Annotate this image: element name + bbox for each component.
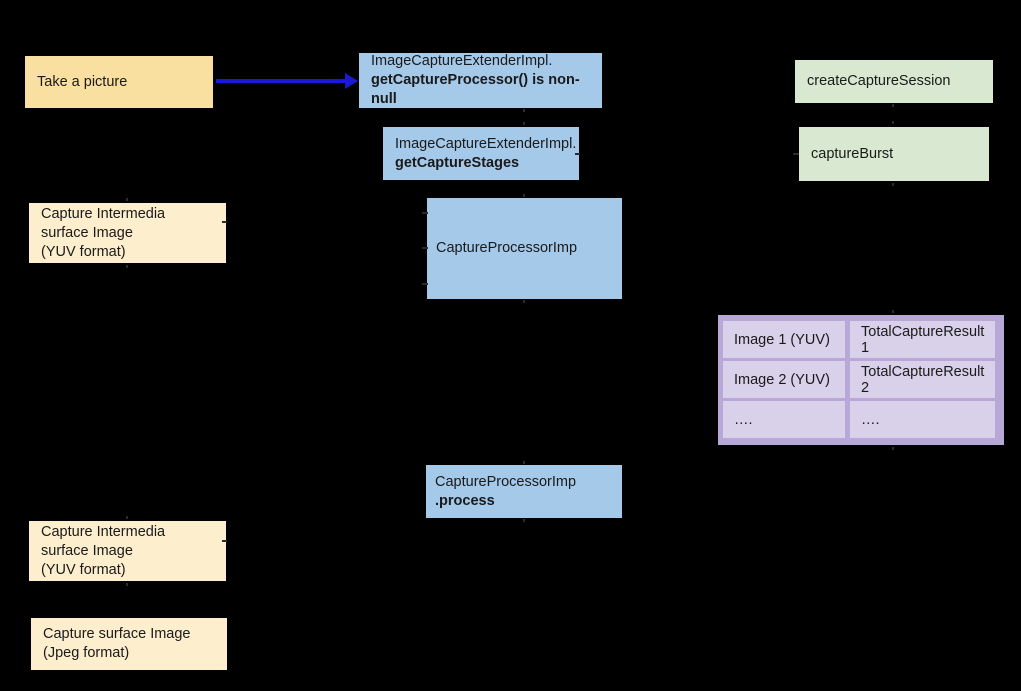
table-row-result-more[interactable]: …. (850, 401, 995, 438)
table-cell-result-2: TotalCaptureResult 2 (861, 363, 985, 396)
connector-tick-processor-a (422, 212, 428, 214)
connector-tick-intermediate-top-down (126, 265, 128, 268)
node-take-a-picture-label: Take a picture (37, 73, 128, 90)
results-table-group: Image 1 (YUV) TotalCaptureResult 1 Image… (718, 315, 1004, 445)
node-capture-surface-jpeg-line1: Capture surface Image (43, 626, 191, 642)
node-capture-processor-imp-process[interactable]: CaptureProcessorImp .process (426, 465, 622, 518)
arrow-take-picture-to-capture-processor-head (345, 73, 358, 89)
node-capture-surface-jpeg-line2: (Jpeg format) (43, 645, 130, 661)
node-capture-intermediate-surface-top-line3: (YUV format) (41, 243, 126, 260)
connector-tick-burst-left (793, 153, 799, 155)
connector-tick-left-top (222, 221, 227, 223)
node-take-a-picture[interactable]: Take a picture (25, 56, 213, 108)
node-get-capture-stages-line1: ImageCaptureExtenderImpl. (395, 135, 577, 152)
node-capture-burst-label: captureBurst (811, 145, 894, 162)
table-row-image-2[interactable]: Image 2 (YUV) (723, 361, 845, 398)
node-get-capture-processor-line2: getCaptureProcessor() is non-null (371, 72, 580, 107)
table-row-image-more[interactable]: …. (723, 401, 845, 438)
connector-tick-intermediate-bottom-up (126, 516, 128, 519)
connector-tick-intermediate-top-up (126, 198, 128, 201)
node-capture-surface-jpeg[interactable]: Capture surface Image (Jpeg format) (31, 618, 227, 670)
table-cell-result-1: TotalCaptureResult 1 (861, 323, 985, 356)
node-capture-intermediate-surface-bottom-line1: Capture Intermedia (41, 523, 166, 540)
table-cell-result-more: …. (861, 411, 880, 428)
node-capture-processor-imp-label: CaptureProcessorImp (436, 240, 578, 256)
connector-tick-stages-up (523, 122, 525, 125)
node-capture-intermediate-surface-top[interactable]: Capture Intermedia surface Image (YUV fo… (29, 203, 226, 263)
node-capture-intermediate-surface-top-line2: surface Image (41, 224, 133, 241)
node-capture-intermediate-surface-top-line1: Capture Intermedia (41, 205, 166, 222)
node-capture-processor-imp-process-line2: .process (435, 492, 495, 509)
connector-tick-intermediate-bottom-down (126, 583, 128, 586)
node-create-capture-session[interactable]: createCaptureSession (795, 60, 993, 103)
connector-tick-session-down (892, 104, 894, 107)
table-row-image-1[interactable]: Image 1 (YUV) (723, 321, 845, 358)
node-capture-burst[interactable]: captureBurst (799, 127, 989, 181)
connector-tick-burst-down (892, 183, 894, 186)
table-row-result-2[interactable]: TotalCaptureResult 2 (850, 361, 995, 398)
arrow-take-picture-to-capture-processor-line (216, 79, 348, 83)
connector-tick-table-down (892, 447, 894, 450)
node-get-capture-stages-line2: getCaptureStages (395, 154, 520, 171)
node-create-capture-session-label: createCaptureSession (807, 73, 951, 89)
connector-tick-processor-down (523, 109, 525, 112)
node-get-capture-processor[interactable]: ImageCaptureExtenderImpl. getCaptureProc… (359, 53, 602, 108)
node-capture-processor-imp-process-line1: CaptureProcessorImp (435, 473, 577, 490)
connector-tick-imp-down (523, 300, 525, 303)
node-capture-intermediate-surface-bottom[interactable]: Capture Intermedia surface Image (YUV fo… (29, 521, 226, 581)
node-capture-processor-imp[interactable]: CaptureProcessorImp (427, 198, 622, 299)
connector-tick-process-up (523, 461, 525, 464)
node-capture-intermediate-surface-bottom-line3: (YUV format) (41, 561, 126, 578)
connector-tick-stages-down (523, 194, 525, 197)
connector-tick-stages-right (575, 153, 580, 155)
connector-tick-left-bottom (222, 540, 227, 542)
connector-tick-burst-up (892, 121, 894, 124)
table-cell-image-1: Image 1 (YUV) (734, 331, 830, 348)
node-capture-intermediate-surface-bottom-line2: surface Image (41, 542, 133, 559)
table-cell-image-2: Image 2 (YUV) (734, 371, 830, 388)
node-get-capture-stages[interactable]: ImageCaptureExtenderImpl. getCaptureStag… (383, 127, 579, 180)
node-get-capture-processor-line1: ImageCaptureExtenderImpl. (371, 53, 553, 69)
connector-tick-processor-c (422, 283, 428, 285)
table-row-result-1[interactable]: TotalCaptureResult 1 (850, 321, 995, 358)
connector-tick-table-up (892, 310, 894, 313)
connector-tick-process-down (523, 519, 525, 522)
connector-tick-processor-b (422, 247, 428, 249)
table-cell-image-more: …. (734, 411, 753, 428)
